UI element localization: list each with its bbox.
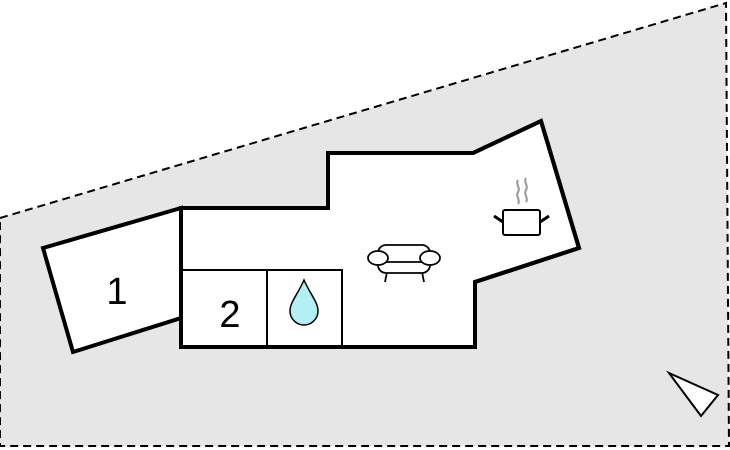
cooking-pot-icon xyxy=(493,177,550,236)
room-2 xyxy=(180,269,268,348)
sofa-icon xyxy=(367,244,441,283)
room-2-label: 2 xyxy=(219,294,240,336)
north-arrow-icon xyxy=(665,370,720,418)
room-1-label: 1 xyxy=(106,271,127,313)
water-drop-icon xyxy=(289,278,319,326)
